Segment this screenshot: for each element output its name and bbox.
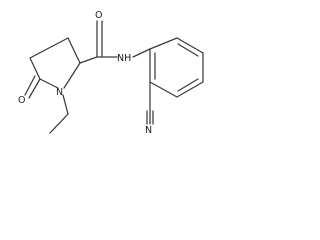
bond-ar-1-2 (149, 37, 178, 50)
lactam-o-label: O (18, 95, 25, 106)
bond-c5-o-a (28, 78, 41, 99)
bond-c1-n (63, 62, 81, 89)
bond-ar-4-5 (176, 81, 204, 98)
bond-ar-2-3 (176, 37, 204, 54)
bond-c5-o-b (24, 75, 36, 96)
bonds (24, 20, 204, 134)
bond-nh-ch2 (132, 48, 151, 58)
bond-ar-inner-a (177, 43, 199, 57)
bond-c3-c2 (29, 37, 69, 59)
bond-ch2-ch3 (49, 113, 69, 134)
nitrile-n-label: N (145, 125, 152, 136)
bond-n-c5 (39, 78, 59, 89)
bond-c2-c1 (67, 37, 81, 64)
amide-o-label: O (95, 10, 102, 21)
bond-c1-camide (79, 56, 98, 64)
bond-ar-inner-b (177, 78, 199, 92)
molecule-structure: O NH O N N (18, 10, 204, 136)
amide-nh-label: NH (117, 53, 131, 64)
bond-ar-5-6 (149, 81, 178, 98)
ring-n-label: N (56, 87, 63, 98)
atom-labels: O NH O N N (18, 10, 152, 136)
bond-c5-c3 (29, 57, 41, 80)
bond-n-ch2 (62, 94, 69, 115)
